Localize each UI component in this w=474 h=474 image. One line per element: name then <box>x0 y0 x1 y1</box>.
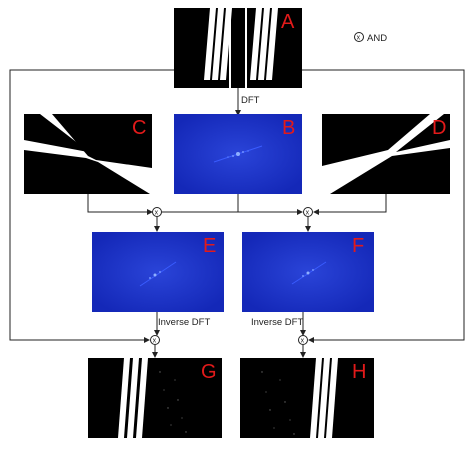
and-symbol-icon <box>354 32 364 42</box>
svg-text:x: x <box>301 338 305 345</box>
arrow-into-g-and <box>144 337 150 343</box>
panel-e-filtered-spectrum: E <box>92 232 224 312</box>
panel-c-letter: C <box>132 117 146 139</box>
svg-text:x: x <box>357 35 361 42</box>
wire-d-to-and-right <box>314 194 387 213</box>
and-node-top-left: x <box>152 207 162 217</box>
panel-f-letter: F <box>352 235 364 257</box>
and-node-bottom-right: x <box>298 335 308 345</box>
and-node-top-right: x <box>303 207 313 217</box>
wire-c-to-and-left <box>87 194 152 213</box>
dft-label: DFT <box>241 95 260 106</box>
wire-a-to-g <box>9 69 174 341</box>
panel-d-mask: D <box>322 114 450 194</box>
panel-a-letter: A <box>281 11 295 33</box>
inverse-dft-right-label: Inverse DFT <box>251 317 303 328</box>
svg-text:x: x <box>155 210 159 217</box>
legend: x AND <box>354 32 387 44</box>
arrow-into-b <box>235 110 241 116</box>
arrow-into-h-and <box>308 337 314 343</box>
panel-g-output-image: G <box>88 358 222 438</box>
panel-b-spectrum: B <box>174 114 302 194</box>
panel-b-letter: B <box>282 117 295 139</box>
and-node-bottom-left: x <box>150 335 160 345</box>
panel-e-letter: E <box>203 235 216 257</box>
svg-text:x: x <box>306 210 310 217</box>
panel-f-filtered-spectrum: F <box>242 232 374 312</box>
panel-c-mask: C <box>24 114 152 194</box>
svg-text:x: x <box>153 338 157 345</box>
panel-h-letter: H <box>352 361 366 383</box>
inverse-dft-left-label: Inverse DFT <box>158 317 210 328</box>
legend-and-label: AND <box>367 33 387 44</box>
wire-a-to-h <box>302 69 465 341</box>
panel-a-input-image: A <box>174 8 302 88</box>
panel-h-output-image: H <box>240 358 374 438</box>
panel-d-letter: D <box>432 117 446 139</box>
panel-g-letter: G <box>201 361 217 383</box>
wire-b-to-and-right <box>237 194 302 213</box>
